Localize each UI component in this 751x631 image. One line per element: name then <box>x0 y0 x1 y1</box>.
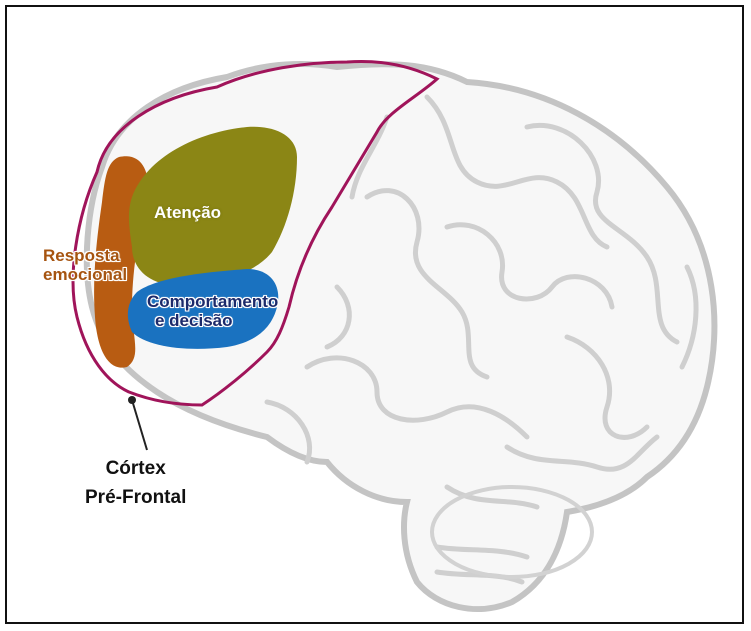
resposta-line-1: Resposta <box>43 247 127 266</box>
figure-frame: Atenção Comportamento e decisão Resposta… <box>5 5 744 624</box>
label-resposta-emocional: Resposta emocional <box>43 247 127 284</box>
label-atencao: Atenção <box>154 204 221 223</box>
brain-diagram <box>7 7 744 624</box>
cortex-line-1: Córtex <box>85 455 186 484</box>
comportamento-line-1: Comportamento <box>147 293 278 312</box>
atencao-line-1: Atenção <box>154 203 221 222</box>
comportamento-line-2: e decisão <box>147 312 278 331</box>
label-cortex-pre-frontal: Córtex Pré-Frontal <box>85 455 186 512</box>
cortex-line-2: Pré-Frontal <box>85 484 186 513</box>
label-comportamento-decisao: Comportamento e decisão <box>147 293 278 330</box>
resposta-line-2: emocional <box>43 266 127 285</box>
pointer-line <box>132 400 147 450</box>
